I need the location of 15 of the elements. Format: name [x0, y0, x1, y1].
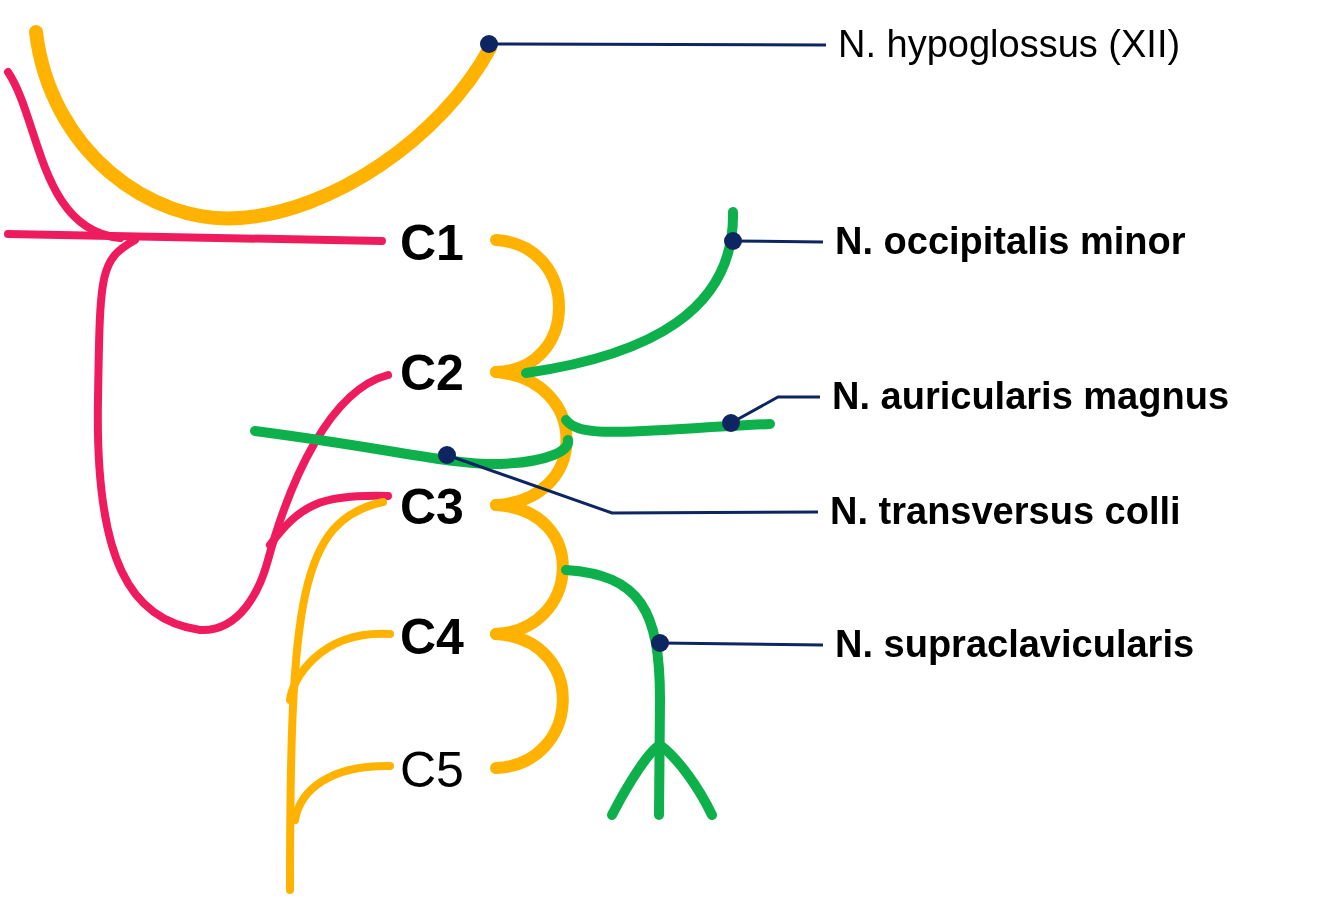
- leader-line: [651, 634, 824, 652]
- vertebra-label: C3: [400, 482, 464, 532]
- vertebra-label: C2: [400, 348, 464, 398]
- nerve-label: N. hypoglossus (XII): [838, 22, 1181, 68]
- vertebra-label: C4: [400, 612, 464, 662]
- leader-line: [480, 35, 826, 53]
- leader-line: [438, 446, 818, 515]
- nerve-label: N. occipitalis minor: [835, 219, 1186, 265]
- leader-line: [724, 232, 823, 250]
- vertebra-label: C5: [400, 745, 464, 795]
- leader-line: [722, 395, 820, 432]
- nerve-label: N. transversus colli: [830, 489, 1181, 535]
- nerve-label: N. supraclavicularis: [835, 622, 1195, 668]
- nerve-label: N. auricularis magnus: [832, 374, 1229, 420]
- vertebra-label: C1: [400, 218, 464, 268]
